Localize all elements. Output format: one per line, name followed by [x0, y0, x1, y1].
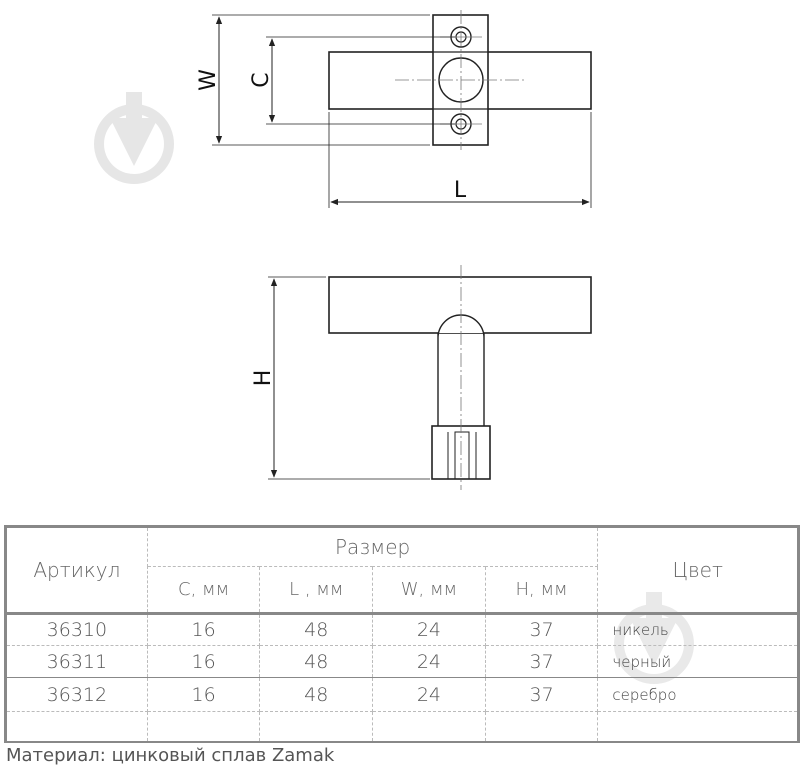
subheader-c: C, мм	[147, 566, 261, 614]
cell-c: 16	[147, 612, 261, 646]
cell-w: 24	[372, 612, 486, 646]
cell-color: серебро	[597, 677, 800, 712]
dim-label-h: H	[251, 370, 276, 387]
subheader-w: W, мм	[372, 566, 486, 614]
technical-drawing: W C L H	[196, 10, 592, 490]
cell-article: 36312	[4, 677, 148, 712]
table-row: 36310 16 48 24 37 никель	[4, 612, 800, 646]
spec-table: Артикул Размер Цвет C, мм L , мм W, мм H…	[4, 525, 800, 743]
cell-h: 37	[485, 677, 599, 712]
table-row-empty	[4, 711, 800, 743]
header-color: Цвет	[597, 525, 800, 614]
dim-label-w: W	[196, 69, 221, 91]
subheader-h: H, мм	[485, 566, 599, 614]
material-note: Материал: цинковый сплав Zamak	[6, 745, 335, 766]
cell-article: 36310	[4, 612, 148, 646]
cell-l: 48	[259, 645, 374, 678]
dim-label-l: L	[454, 178, 467, 203]
watermark-drop-icon	[94, 92, 174, 184]
side-view	[268, 265, 592, 490]
cell-color: черный	[597, 645, 800, 678]
subheader-l: L , мм	[259, 566, 374, 614]
cell-w: 24	[372, 645, 486, 678]
table-row: 36312 16 48 24 37 серебро	[4, 677, 800, 712]
cell-c: 16	[147, 645, 261, 678]
cell-l: 48	[259, 612, 374, 646]
header-size: Размер	[147, 525, 599, 567]
cell-color: никель	[597, 612, 800, 646]
cell-h: 37	[485, 612, 599, 646]
cell-w: 24	[372, 677, 486, 712]
header-article: Артикул	[4, 525, 148, 614]
top-view	[212, 10, 592, 208]
cell-l: 48	[259, 677, 374, 712]
table-row: 36311 16 48 24 37 черный	[4, 645, 800, 678]
cell-article: 36311	[4, 645, 148, 678]
dim-label-c: C	[249, 72, 274, 87]
cell-c: 16	[147, 677, 261, 712]
cell-h: 37	[485, 645, 599, 678]
